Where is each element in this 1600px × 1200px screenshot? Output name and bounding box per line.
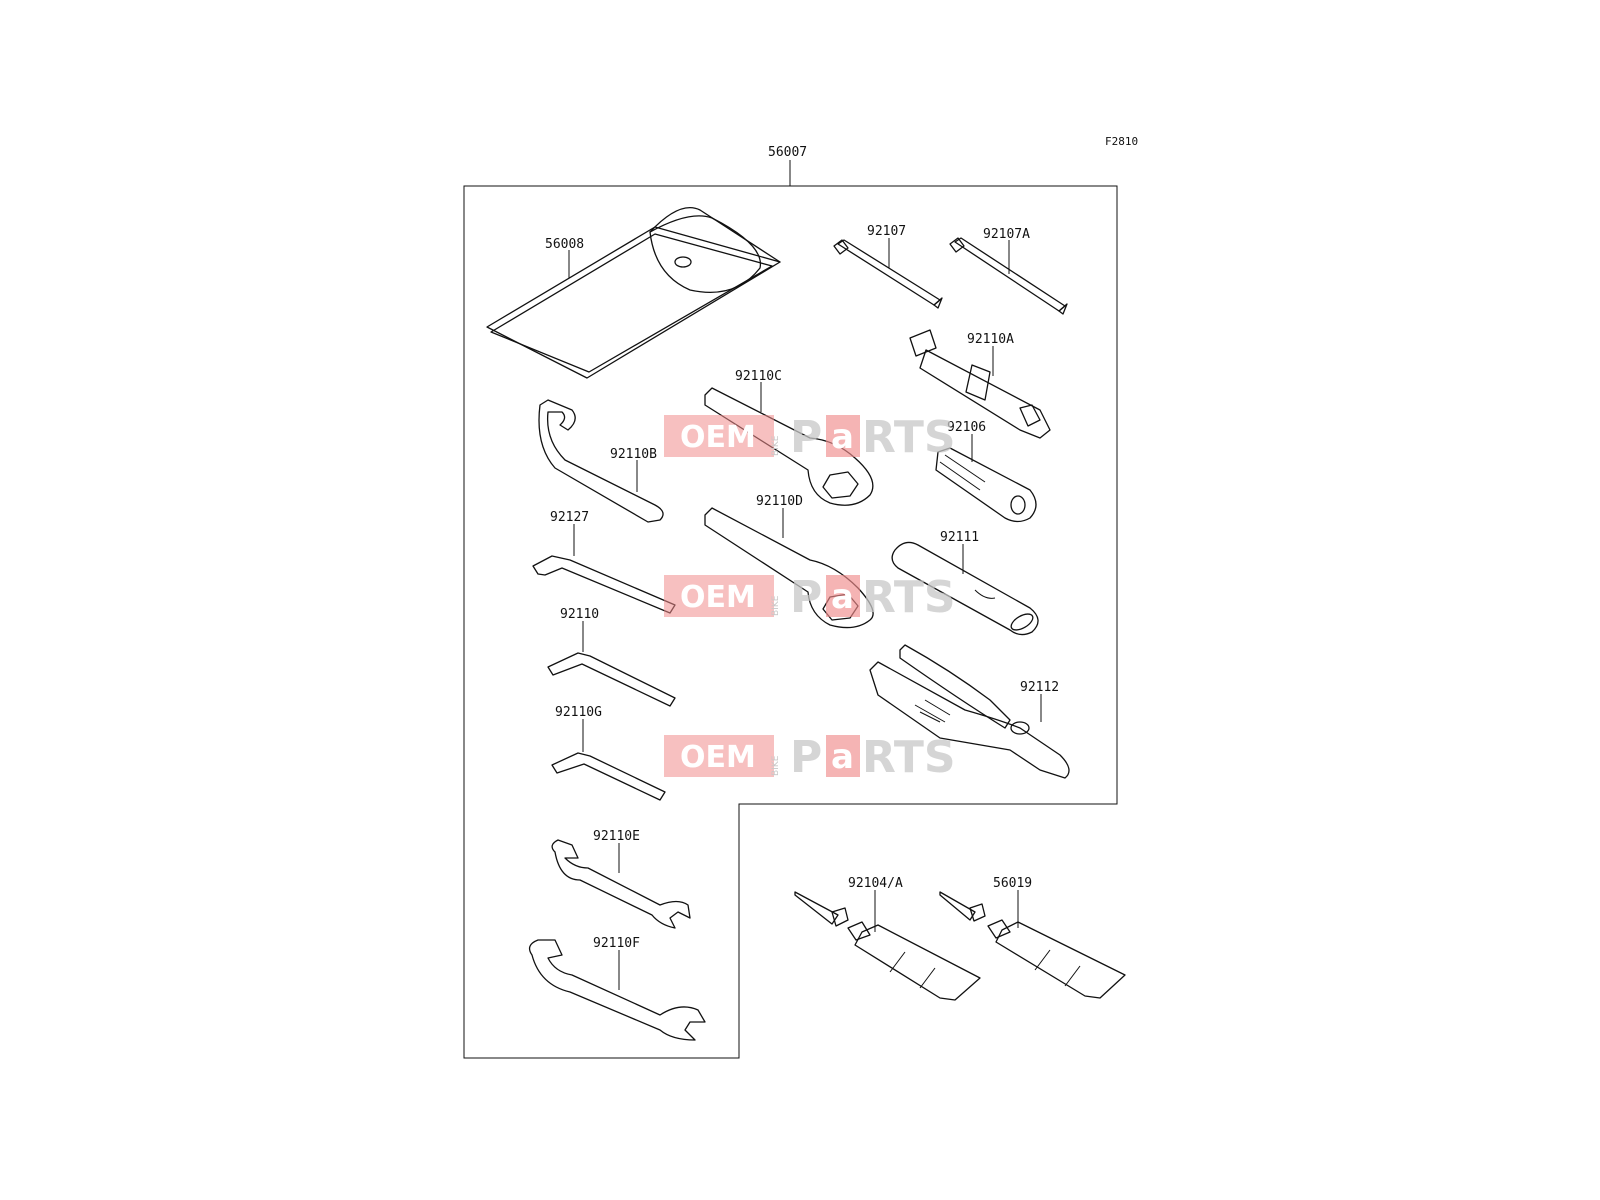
watermark-2: OEM BIKE P a RTS (664, 572, 956, 623)
svg-text:RTS: RTS (862, 732, 956, 783)
label-56008[interactable]: 56008 (545, 237, 584, 252)
svg-text:P: P (790, 732, 822, 783)
figure-code: F2810 (1105, 135, 1138, 148)
label-92111[interactable]: 92111 (940, 530, 979, 545)
rod-drawing (891, 541, 1039, 636)
hex-wrench-1-drawing (532, 555, 676, 614)
label-92127[interactable]: 92127 (550, 510, 589, 525)
svg-text:OEM: OEM (680, 740, 756, 775)
hex-wrench-3-drawing (551, 752, 666, 801)
label-92112[interactable]: 92112 (1020, 680, 1059, 695)
label-92110d[interactable]: 92110D (756, 494, 803, 509)
label-92106[interactable]: 92106 (947, 420, 986, 435)
svg-text:RTS: RTS (862, 412, 956, 463)
label-92110[interactable]: 92110 (560, 607, 599, 622)
pliers-drawing (869, 644, 1070, 779)
label-92110g[interactable]: 92110G (555, 705, 602, 720)
svg-text:OEM: OEM (680, 420, 756, 455)
box-wrench-drawing (909, 329, 1051, 439)
label-92107a[interactable]: 92107A (983, 227, 1030, 242)
svg-text:BIKE: BIKE (771, 755, 781, 776)
label-92110a[interactable]: 92110A (967, 332, 1014, 347)
cement-tube-drawing (939, 891, 1126, 999)
open-wrench-f-drawing (528, 939, 706, 1041)
label-92110f[interactable]: 92110F (593, 936, 640, 951)
tool-case-drawing (486, 206, 781, 379)
label-92110e[interactable]: 92110E (593, 829, 640, 844)
svg-text:a: a (831, 417, 854, 457)
label-92107[interactable]: 92107 (867, 224, 906, 239)
label-92104a[interactable]: 92104/A (848, 876, 903, 891)
svg-text:BIKE: BIKE (771, 435, 781, 456)
label-92110b[interactable]: 92110B (610, 447, 657, 462)
svg-text:RTS: RTS (862, 572, 956, 623)
screwdriver-bit-drawing (833, 239, 943, 309)
hook-wrench-drawing (538, 399, 664, 523)
tire-repair-kit-drawing (794, 891, 981, 1001)
screwdriver-bit-a-drawing (949, 237, 1068, 315)
handle-drawing (935, 447, 1037, 523)
hex-wrench-2-drawing (547, 652, 676, 707)
label-56019[interactable]: 56019 (993, 876, 1032, 891)
svg-text:OEM: OEM (680, 580, 756, 615)
watermark-1: OEM BIKE P a RTS (664, 412, 956, 463)
open-wrench-e-drawing (551, 839, 691, 929)
svg-text:BIKE: BIKE (771, 595, 781, 616)
svg-text:P: P (790, 572, 822, 623)
label-92110c[interactable]: 92110C (735, 369, 782, 384)
tool-kit-outline (463, 185, 1118, 1059)
label-56007[interactable]: 56007 (768, 145, 807, 160)
svg-text:a: a (831, 577, 854, 617)
svg-text:a: a (831, 737, 854, 777)
watermark-3: OEM BIKE P a RTS (664, 732, 956, 783)
svg-text:P: P (790, 412, 822, 463)
